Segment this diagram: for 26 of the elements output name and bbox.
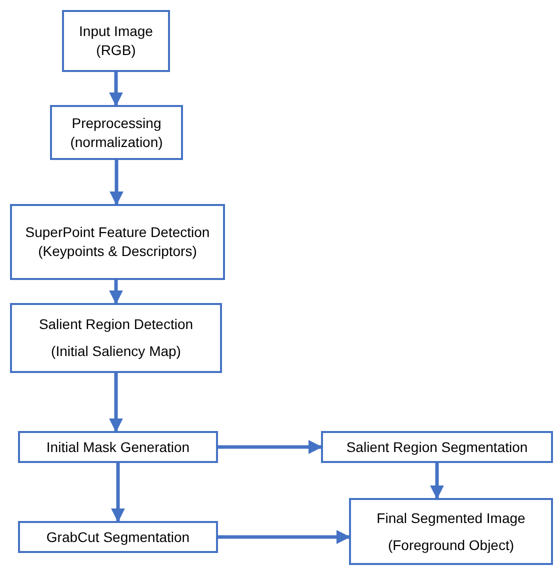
- box-text: (Initial Saliency Map): [51, 342, 181, 361]
- box-text: GrabCut Segmentation: [46, 528, 190, 546]
- process-box: [18, 521, 218, 553]
- arrow: [110, 160, 124, 206]
- process-box: [18, 431, 218, 463]
- box-text: Salient Region Segmentation: [346, 438, 528, 456]
- arrow: [109, 373, 123, 432]
- arrow: [218, 530, 350, 544]
- arrow: [218, 440, 322, 454]
- arrow: [430, 463, 444, 500]
- process-box: [10, 303, 222, 373]
- process-box: [62, 10, 170, 72]
- process-box: [10, 204, 225, 280]
- box-text: SuperPoint Feature Detection (Keypoints & Descriptors): [24, 223, 211, 261]
- arrow: [109, 280, 123, 304]
- box-text: Initial Mask Generation: [46, 438, 190, 456]
- box-text: Preprocessing (normalization): [69, 114, 164, 152]
- box-text: (Foreground Object): [388, 536, 514, 554]
- process-box: [349, 498, 553, 565]
- box-text: Final Segmented Image: [376, 508, 526, 528]
- process-box: [50, 105, 183, 160]
- arrow: [111, 463, 125, 522]
- box-text: Salient Region Detection: [38, 315, 194, 334]
- box-text: Input Image (RGB): [78, 22, 154, 60]
- arrow: [109, 72, 123, 106]
- process-box: [321, 431, 553, 463]
